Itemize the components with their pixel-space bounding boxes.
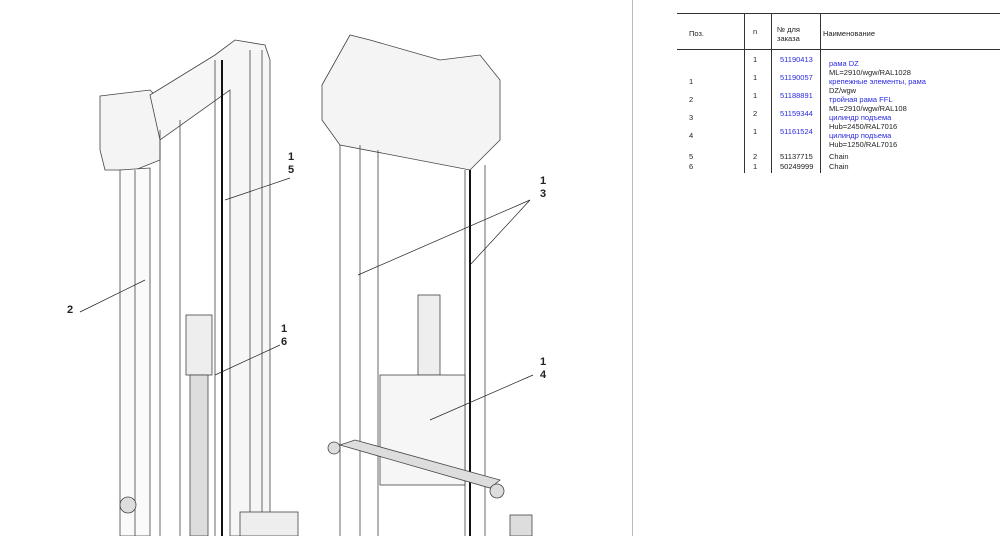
callout-2: 2 xyxy=(67,304,73,317)
row-pos: 5 xyxy=(689,152,694,161)
row-name-detail: DZ/wgw xyxy=(829,86,857,95)
callout-bottom: 3 xyxy=(540,188,547,200)
row-name-detail: Hub=2450/RAL7016 xyxy=(829,122,898,131)
page-divider xyxy=(632,0,633,536)
row-n: 1 xyxy=(753,91,758,100)
table-top-border xyxy=(677,13,1000,14)
col-divider xyxy=(820,13,821,173)
row-n: 1 xyxy=(753,73,758,82)
callout-top: 1 xyxy=(288,151,295,163)
right-mast-assembly xyxy=(321,34,533,537)
row-pos: 1 xyxy=(689,77,694,86)
row-n: 2 xyxy=(753,109,758,118)
callout-top: 1 xyxy=(281,323,288,335)
row-n: 1 xyxy=(753,127,758,136)
row-n: 2 xyxy=(753,152,758,161)
row-order-number[interactable]: 51188891 xyxy=(780,91,813,100)
row-name-detail: ML=2910/wgw/RAL108 xyxy=(829,104,907,113)
row-n: 1 xyxy=(753,162,758,171)
row-order-number: 50249999 xyxy=(780,162,814,171)
callout-bottom: 6 xyxy=(281,336,288,348)
row-pos: 4 xyxy=(689,131,694,140)
col-divider xyxy=(744,13,745,173)
row-name[interactable]: цилиндр подъема xyxy=(829,131,892,140)
row-pos: 6 xyxy=(689,162,694,171)
header-pos: Поз. xyxy=(689,29,704,38)
row-name[interactable]: крепежные элементы, рама xyxy=(829,77,926,86)
row-name: Chain xyxy=(829,162,849,171)
row-order-number[interactable]: 51190413 xyxy=(780,55,813,64)
header-n: n xyxy=(753,27,758,36)
header-divider xyxy=(677,49,1000,50)
callout-top: 2 xyxy=(67,304,74,316)
col-divider xyxy=(771,13,772,173)
callout-top: 1 xyxy=(540,175,547,187)
callout-bottom: 4 xyxy=(540,369,547,381)
row-pos: 2 xyxy=(689,95,694,104)
row-order-number[interactable]: 51190057 xyxy=(780,73,813,82)
row-name[interactable]: тройная рама FFL xyxy=(829,95,893,104)
row-n: 1 xyxy=(753,55,758,64)
row-order-number[interactable]: 51161524 xyxy=(780,127,813,136)
header-order: № для заказа xyxy=(777,25,800,43)
row-order-number[interactable]: 51159344 xyxy=(780,109,813,118)
row-name-detail: Hub=1250/RAL7016 xyxy=(829,140,898,149)
leader-lines xyxy=(79,177,534,421)
row-name: Chain xyxy=(829,152,849,161)
row-order-number: 51137715 xyxy=(780,152,813,161)
row-name[interactable]: рама DZ xyxy=(829,59,859,68)
callout-bottom: 5 xyxy=(288,164,295,176)
left-mast-assembly xyxy=(99,39,299,537)
row-pos: 3 xyxy=(689,113,694,122)
row-name-detail: ML=2910/wgw/RAL1028 xyxy=(829,68,911,77)
callout-top: 1 xyxy=(540,356,547,368)
header-name: Наименование xyxy=(823,29,875,38)
row-name[interactable]: цилиндр подъема xyxy=(829,113,892,122)
